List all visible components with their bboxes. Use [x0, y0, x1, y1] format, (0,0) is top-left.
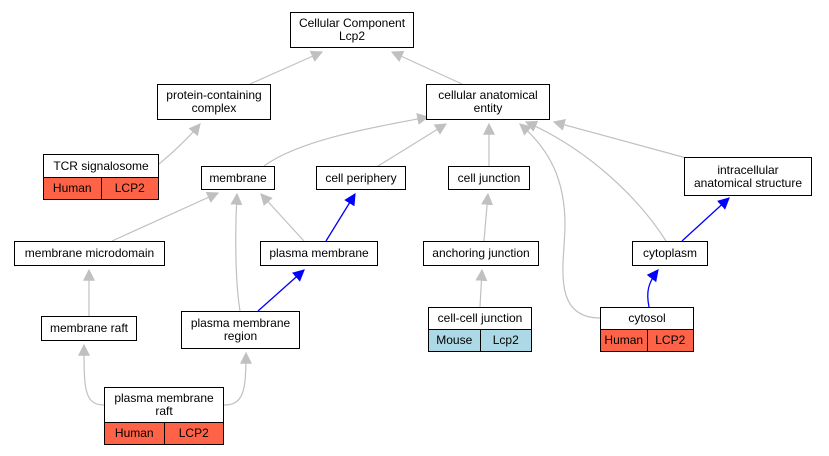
node-label-line: membrane raft	[49, 321, 129, 335]
node-label-line: region	[223, 329, 258, 343]
edge-plasma-membrane-to-cell-periphery	[325, 192, 356, 242]
node-label-line: plasma membrane	[114, 391, 214, 405]
node-label: membrane microdomain	[15, 242, 164, 265]
annotation-badges: Human LCP2	[44, 177, 158, 199]
node-cell-junction[interactable]: cell junction	[448, 166, 530, 190]
node-label-line: cellular anatomical	[438, 88, 538, 102]
node-label: plasma membrane raft	[105, 388, 223, 422]
node-label-line: entity	[473, 101, 503, 115]
node-label: Cellular Component Lcp2	[291, 13, 413, 47]
edge-cytoplasm-to-cellular-anatomical-entity	[524, 120, 667, 242]
node-label: cell-cell junction	[429, 308, 531, 329]
node-label: cytoplasm	[633, 242, 707, 265]
edge-cellular-anatomical-entity-to-root	[390, 51, 463, 85]
edge-cytosol-to-cellular-anatomical-entity	[519, 123, 601, 319]
edge-plasma-membrane-region-to-plasma-membrane	[257, 269, 305, 312]
node-plasma-membrane-region[interactable]: plasma membrane region	[181, 311, 300, 349]
node-label-line: cell-cell junction	[437, 311, 523, 325]
edge-membrane-microdomain-to-membrane	[111, 191, 220, 242]
node-cytosol[interactable]: cytosol Human LCP2	[600, 307, 694, 352]
node-label-line: plasma membrane	[269, 246, 369, 260]
node-anchoring-junction[interactable]: anchoring junction	[423, 241, 539, 266]
node-label-line: anchoring junction	[432, 246, 530, 260]
node-intracellular-anatomical-structure[interactable]: intracellular anatomical structure	[684, 157, 812, 196]
edge-protein-complex-to-root	[249, 50, 324, 85]
edge-anchoring-junction-to-cell-junction	[481, 192, 494, 242]
node-label: cell junction	[449, 167, 529, 189]
node-label-line: membrane microdomain	[24, 246, 155, 260]
node-label-line: complex	[191, 101, 237, 115]
node-label-line: Cellular Component	[298, 16, 406, 30]
edge-cytosol-to-cytoplasm	[646, 269, 659, 308]
node-label: anchoring junction	[424, 242, 538, 265]
node-label: membrane raft	[42, 317, 136, 340]
species-badge: Human	[105, 423, 164, 444]
node-cell-cell-junction[interactable]: cell-cell junction Mouse Lcp2	[428, 307, 532, 352]
node-cytoplasm[interactable]: cytoplasm	[632, 241, 708, 266]
gene-badge: LCP2	[100, 178, 158, 199]
annotation-badges: Human LCP2	[105, 422, 223, 444]
edge-cell-periphery-to-cellular-anatomical-entity	[377, 123, 448, 167]
node-label-line: membrane	[209, 170, 267, 185]
node-plasma-membrane-raft[interactable]: plasma membrane raft Human LCP2	[104, 387, 224, 445]
node-label: plasma membrane region	[182, 312, 299, 348]
node-label-line: intracellular	[717, 162, 779, 177]
node-membrane-microdomain[interactable]: membrane microdomain	[14, 241, 165, 266]
node-cell-periphery[interactable]: cell periphery	[316, 166, 406, 190]
node-membrane-raft[interactable]: membrane raft	[41, 316, 137, 341]
annotation-badges: Human LCP2	[601, 329, 693, 351]
node-label: TCR signalosome	[44, 155, 158, 177]
edge-cytoplasm-to-intracellular-structure	[681, 197, 730, 242]
edge-tcr-signalosome-to-protein-complex	[158, 123, 201, 165]
node-label-line: plasma membrane	[190, 316, 291, 330]
gene-badge: Lcp2	[479, 330, 531, 351]
node-label-line: anatomical structure	[693, 175, 803, 190]
node-label-line: cytosol	[628, 311, 666, 325]
edge-plasma-membrane-raft-to-membrane-raft	[78, 343, 105, 406]
node-label: cell periphery	[317, 167, 405, 189]
node-protein-containing-complex[interactable]: protein-containing complex	[157, 84, 271, 120]
species-badge: Mouse	[429, 330, 480, 351]
edge-plasma-membrane-region-to-membrane	[230, 192, 243, 312]
node-tcr-signalosome[interactable]: TCR signalosome Human LCP2	[43, 154, 159, 200]
node-label-line: raft	[155, 404, 173, 418]
edge-plasma-membrane-to-membrane	[260, 193, 305, 242]
node-label: plasma membrane	[261, 242, 377, 265]
edge-membrane-to-cellular-anatomical-entity	[263, 113, 430, 167]
gene-badge: LCP2	[646, 330, 693, 351]
node-label-line: cell periphery	[325, 170, 397, 185]
edge-plasma-membrane-raft-to-plasma-membrane-region	[223, 351, 252, 406]
node-plasma-membrane[interactable]: plasma membrane	[260, 241, 378, 266]
edge-intracellular-structure-to-cellular-anatomical-entity	[552, 119, 691, 160]
node-label: membrane	[202, 167, 274, 189]
species-badge: Human	[44, 178, 101, 199]
node-label-line: cell junction	[457, 170, 521, 185]
node-label: cytosol	[601, 308, 693, 329]
node-label: cellular anatomical entity	[427, 85, 549, 119]
node-cellular-component[interactable]: Cellular Component Lcp2	[290, 12, 414, 48]
node-label-line: protein-containing	[166, 88, 262, 102]
gene-badge: LCP2	[163, 423, 223, 444]
node-label: intracellular anatomical structure	[685, 158, 811, 195]
annotation-badges: Mouse Lcp2	[429, 329, 531, 351]
node-label: protein-containing complex	[158, 85, 270, 119]
node-label-line: TCR signalosome	[53, 158, 149, 173]
node-label-line: Lcp2	[338, 29, 366, 43]
node-cellular-anatomical-entity[interactable]: cellular anatomical entity	[426, 84, 550, 120]
edge-cell-cell-junction-to-anchoring-junction	[475, 268, 488, 308]
node-label-line: cytoplasm	[642, 246, 698, 260]
node-membrane[interactable]: membrane	[201, 166, 275, 190]
species-badge: Human	[601, 330, 647, 351]
